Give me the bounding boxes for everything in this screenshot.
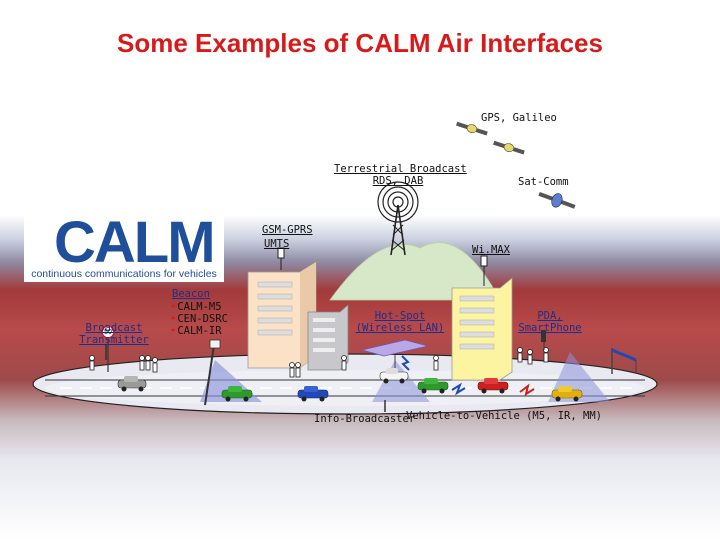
umts-label: UMTS	[264, 238, 290, 250]
beacon-pole-icon	[204, 339, 221, 406]
calm-logo-wordmark: CALM	[54, 210, 216, 275]
satcomm-label: Sat-Comm	[518, 176, 569, 188]
wlan-hotspot-icon	[361, 339, 429, 371]
car-green-2-icon	[417, 378, 449, 394]
calm-logo: CALM continuous communications for vehic…	[24, 206, 224, 282]
calm-logo-tagline: continuous communications for vehicles	[31, 268, 217, 280]
car-white-icon	[379, 368, 409, 384]
radio-tower-icon	[377, 181, 419, 256]
wimax-label: Wi.MAX	[472, 244, 510, 256]
beacon-item: CALM-M5	[170, 301, 228, 313]
speed-limit-value: 50	[104, 329, 112, 336]
v2v-label: Vehicle-to-Vehicle (M5, IR, MM)	[406, 410, 602, 422]
pda-phone-icon	[541, 330, 546, 350]
gps-label: GPS, Galileo	[481, 112, 557, 124]
gps-satellite-icon	[456, 121, 488, 136]
office-building-grey	[307, 304, 349, 371]
umts-antenna-icon	[277, 247, 285, 270]
pedestrians-icon	[89, 347, 549, 378]
beacon-label: Beacon	[172, 288, 210, 300]
gsm-label: GSM-GPRS	[262, 224, 313, 236]
hill-shape	[329, 242, 501, 301]
roadside-antenna-icon	[611, 348, 637, 374]
info-broadcaster-label: Info-Broadcaster	[314, 413, 416, 425]
satcomm-satellite-icon	[538, 191, 576, 209]
car-grey-icon	[117, 376, 147, 392]
beacon-item: CEN-DSRC	[170, 313, 228, 325]
beacon-list: CALM-M5 CEN-DSRC CALM-IR	[170, 301, 228, 337]
beacon-item: CALM-IR	[170, 325, 228, 337]
car-red-icon	[477, 378, 509, 394]
car-green-icon	[221, 386, 253, 402]
hotspot-label: Hot-Spot (Wireless LAN)	[355, 310, 445, 334]
office-building-right	[451, 277, 513, 381]
terrestrial-label: Terrestrial Broadcast RDS, DAB	[334, 163, 467, 187]
broadcast-transmitter-label: Broadcast Transmitter	[79, 322, 149, 346]
car-blue-icon	[297, 386, 329, 402]
v2v-link-blue-icon	[451, 382, 466, 396]
galileo-satellite-icon	[493, 140, 525, 155]
v2v-link-red-icon	[519, 383, 535, 397]
slide-title: Some Examples of CALM Air Interfaces	[117, 28, 603, 58]
office-building-left	[247, 261, 317, 369]
wimax-antenna-icon	[480, 255, 488, 286]
speed-limit-sign-icon	[101, 325, 115, 372]
car-yellow-icon	[551, 386, 583, 402]
pda-label: PDA, SmartPhone	[518, 310, 582, 334]
